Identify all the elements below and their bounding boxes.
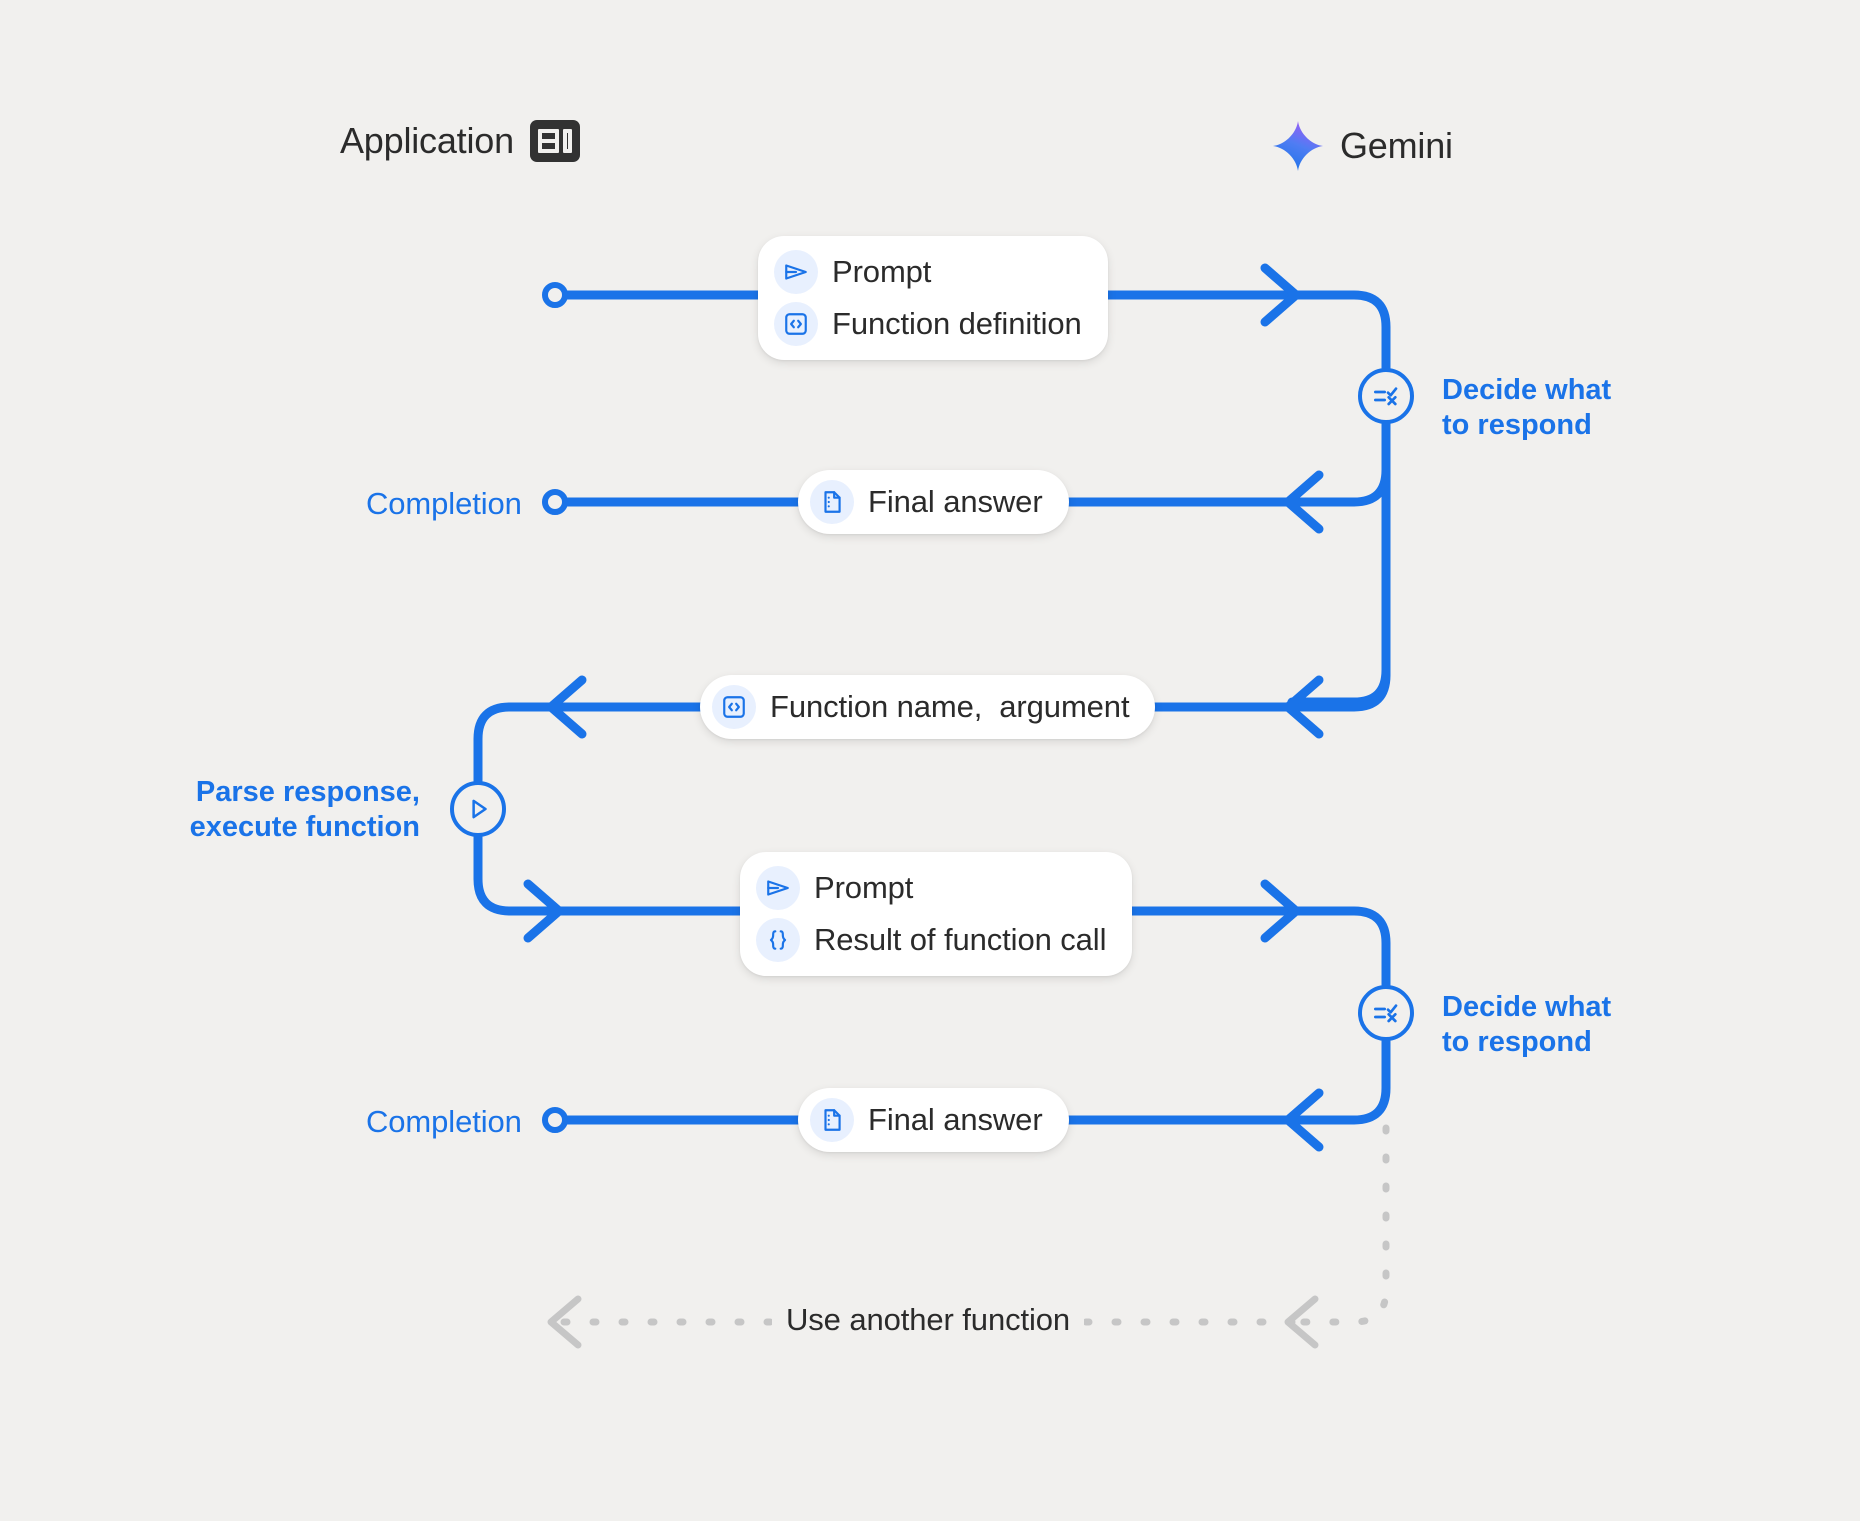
checklist-decision-icon <box>1370 997 1402 1029</box>
loop-arrowhead-application <box>547 1295 582 1349</box>
arrowhead-left-final2 <box>1283 1088 1324 1152</box>
card-row: Final answer <box>810 1098 1043 1142</box>
arrowhead-right-prompt1 <box>1260 263 1301 327</box>
card-row-label: Prompt <box>832 254 932 289</box>
loop-dashed-vertical <box>1288 1124 1390 1326</box>
lifeline-dot-completion-2 <box>542 1107 568 1133</box>
card-row: Final answer <box>810 480 1043 524</box>
code-brackets-icon <box>712 685 756 729</box>
loop-arrowhead-gemini <box>1284 1295 1319 1349</box>
play-icon <box>463 794 493 824</box>
flow-gemini-enter-decide2 <box>1287 906 1391 990</box>
actor-header-application: Application <box>340 120 580 162</box>
card-row-label: Final answer <box>868 484 1043 519</box>
checklist-decision-icon <box>1370 380 1402 412</box>
process-note-decide-1: Decide what to respond <box>1442 374 1612 442</box>
arrowhead-right-prompt2 <box>1260 879 1301 943</box>
arrowhead-right-parse-out <box>523 879 564 943</box>
process-node-decide-1[interactable] <box>1358 368 1414 424</box>
card-row-label: Function name, argument <box>770 689 1130 724</box>
lifeline-dot-prompt-start <box>542 282 568 308</box>
message-card-final-answer-1[interactable]: Final answer <box>798 470 1069 534</box>
send-icon <box>756 866 800 910</box>
message-card-function-name-argument[interactable]: Function name, argument <box>700 675 1156 739</box>
card-row: Prompt <box>774 250 1082 294</box>
message-card-final-answer-2[interactable]: Final answer <box>798 1088 1069 1152</box>
loop-label-use-another-function: Use another function <box>772 1302 1085 1338</box>
card-row-label: Final answer <box>868 1102 1043 1137</box>
side-label-completion-1: Completion <box>366 486 522 521</box>
arrowhead-left-final1 <box>1283 470 1324 534</box>
flow-app-enter-parse <box>473 702 560 786</box>
document-icon <box>810 1098 854 1142</box>
message-card-prompt-function-definition[interactable]: Prompt Function definition <box>758 236 1108 360</box>
card-row: Prompt <box>756 866 1106 910</box>
message-card-prompt-result-of-function-call[interactable]: Prompt Result of function call <box>740 852 1133 976</box>
side-label-completion-2: Completion <box>366 1104 522 1139</box>
arrowhead-left-funcname <box>1283 675 1324 739</box>
card-row: Function name, argument <box>712 685 1130 729</box>
gemini-sparkle-icon <box>1272 120 1324 172</box>
process-note-parse-execute: Parse response, execute function <box>189 776 420 844</box>
process-node-decide-2[interactable] <box>1358 985 1414 1041</box>
actor-label-application: Application <box>340 120 514 161</box>
actor-header-gemini: Gemini <box>1272 120 1453 172</box>
card-row-label: Result of function call <box>814 922 1107 957</box>
card-row-label: Prompt <box>814 870 914 905</box>
lifeline-dot-completion-1 <box>542 489 568 515</box>
arrowhead-left-app-func <box>546 675 587 739</box>
flow-decide1-to-func <box>1287 497 1391 712</box>
actor-label-gemini: Gemini <box>1340 125 1453 166</box>
process-note-decide-2: Decide what to respond <box>1442 991 1612 1059</box>
flow-gemini-out-final2 <box>1287 1036 1391 1125</box>
process-node-parse-execute[interactable] <box>450 781 506 837</box>
flow-decide1-down <box>1287 419 1391 707</box>
card-row-label: Function definition <box>832 306 1082 341</box>
card-row: Function definition <box>774 302 1082 346</box>
curly-braces-icon <box>756 918 800 962</box>
document-icon <box>810 480 854 524</box>
application-window-icon <box>529 120 580 162</box>
flow-parse-out <box>473 832 560 916</box>
flow-gemini-out-final1 <box>1287 419 1391 507</box>
send-icon <box>774 250 818 294</box>
card-row: Result of function call <box>756 918 1106 962</box>
code-brackets-icon <box>774 302 818 346</box>
flow-gemini-enter-decide1 <box>1287 290 1391 373</box>
